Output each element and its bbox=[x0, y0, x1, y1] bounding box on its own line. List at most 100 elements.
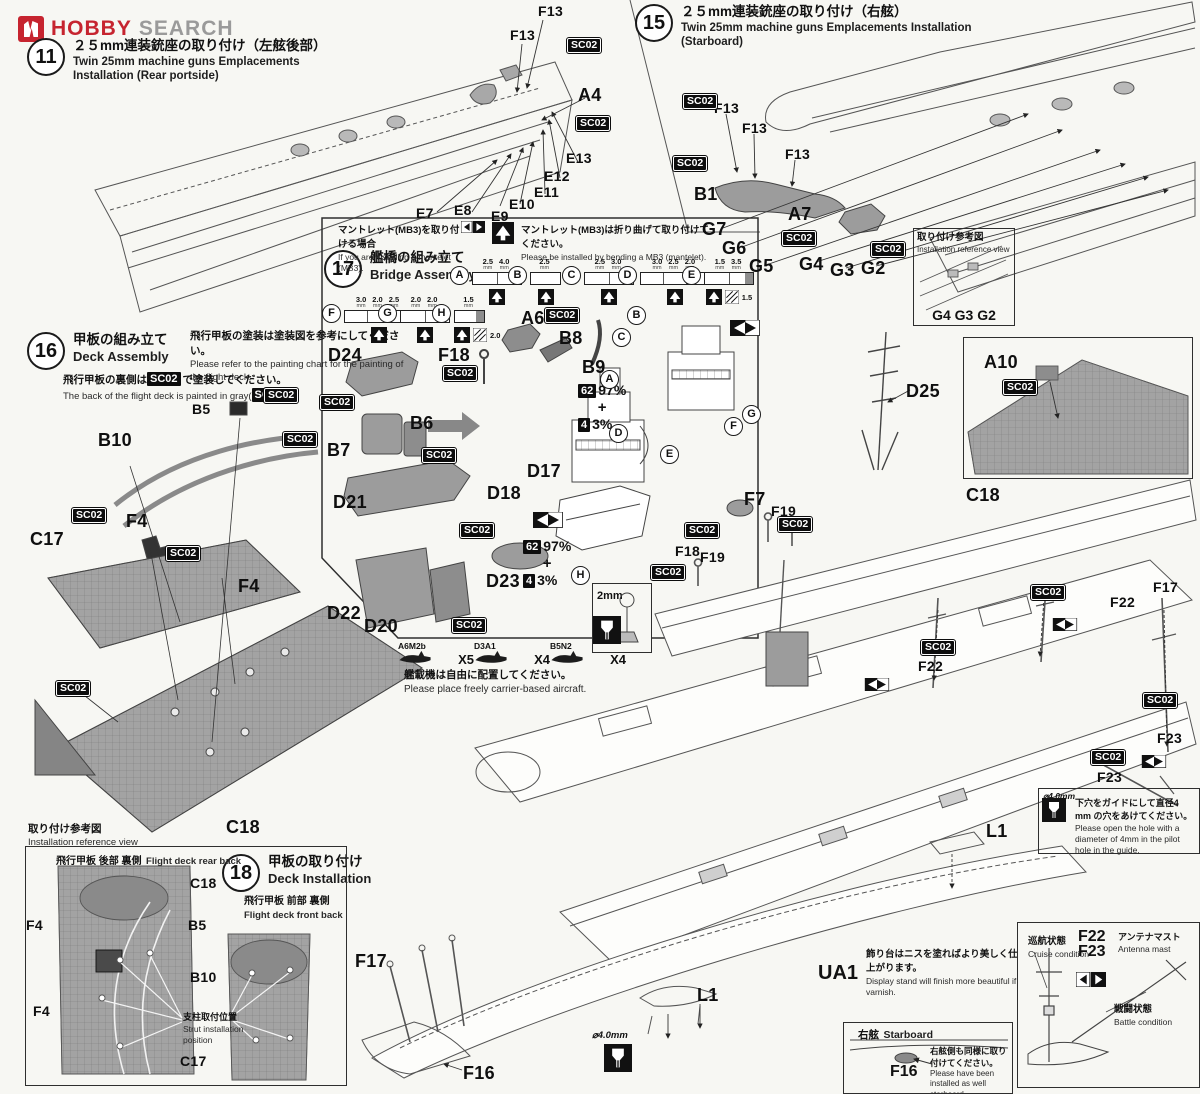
template-letter: H bbox=[432, 304, 451, 323]
diamond-icon bbox=[1141, 754, 1167, 768]
part-label: G4 bbox=[799, 254, 824, 274]
step-16-header: 16 甲板の組み立て Deck Assembly bbox=[27, 332, 198, 370]
part-label: A6 bbox=[521, 308, 545, 328]
bend-icon bbox=[705, 289, 722, 305]
paint-code-badge: SC02 bbox=[70, 507, 108, 524]
paint-code-badge: SC02 bbox=[776, 516, 814, 533]
paint-code-badge: SC02 bbox=[262, 387, 300, 404]
part-label: B1 bbox=[694, 184, 718, 204]
part-label: B6 bbox=[410, 413, 434, 433]
template-letter: D bbox=[618, 266, 637, 285]
bend-icon bbox=[370, 327, 387, 343]
drill-icon bbox=[604, 1044, 632, 1072]
bend-icon bbox=[601, 289, 617, 305]
part-label: F23 bbox=[1097, 769, 1123, 785]
assembly-point-letter: E bbox=[660, 445, 679, 464]
diamond-icon bbox=[1052, 617, 1078, 631]
template-letter: B bbox=[508, 266, 527, 285]
paint-code-badge: SC02 bbox=[1001, 379, 1039, 396]
part-label: D21 bbox=[333, 492, 367, 512]
bend-icon bbox=[492, 222, 514, 244]
aircraft-count: X5 bbox=[458, 652, 474, 667]
part-label: F19 bbox=[700, 549, 726, 565]
aircraft-name: B5N2 bbox=[550, 641, 572, 651]
paint-code-badge: SC02 bbox=[147, 372, 181, 386]
bend-icon bbox=[454, 327, 470, 343]
paint-code-badge: SC02 bbox=[281, 431, 319, 448]
paint-code-badge: SC02 bbox=[420, 447, 458, 464]
ua1-note-jp: 飾り台はニスを塗ればより美しく仕上がります。 bbox=[866, 949, 1018, 974]
ua1-label: UA1 bbox=[818, 962, 859, 984]
part-label: L1 bbox=[697, 985, 719, 1005]
part-label: B9 bbox=[582, 357, 606, 377]
installation-reference-box-bottom: 飛行甲板 後部 裏側 Flight deck rear back 飛行甲板 前部… bbox=[25, 846, 347, 1086]
file-icon bbox=[472, 327, 488, 343]
part-label: F17 bbox=[355, 951, 387, 971]
part-label: F23 bbox=[1157, 730, 1183, 746]
hobby-search-logo-icon bbox=[18, 16, 44, 42]
hole-4mm-jp: 下穴をガイドにして直径4 mm の穴をあけてください。 bbox=[1075, 798, 1193, 822]
plus-sign: + bbox=[542, 555, 552, 572]
hole-4mm-diameter: ⌀4.0mm bbox=[1043, 791, 1076, 801]
mantlet-note-left-jp: マントレット(MB3)を取り付ける場合 bbox=[338, 225, 460, 250]
paint-code-badge: SC02 bbox=[441, 365, 479, 382]
part-label: G7 bbox=[702, 219, 727, 239]
file-icon bbox=[724, 289, 740, 305]
part-label: A4 bbox=[578, 85, 602, 105]
ua1-note-en: Display stand will finish more beautiful… bbox=[866, 975, 1017, 997]
battle-condition-label: 戦闘状態 Battle condition bbox=[1114, 1004, 1173, 1027]
step-15-title-en: Twin 25mm machine guns Emplacements Inst… bbox=[681, 21, 972, 49]
paint-code-badge: SC02 bbox=[543, 307, 581, 324]
step-17-title-en: Bridge Assembly bbox=[370, 266, 476, 282]
paint-code-badge: SC02 bbox=[1141, 692, 1179, 709]
part-label: C18 bbox=[226, 817, 260, 837]
part-label: F17 bbox=[1153, 579, 1179, 595]
part-label: G2 bbox=[861, 258, 886, 278]
mantlet-note-left-en: If you are installing a mantelet (MB3). bbox=[338, 251, 451, 273]
hole-4mm-en: Please open the hole with a diameter of … bbox=[1075, 823, 1180, 856]
paint-code-4: 4 bbox=[523, 574, 536, 588]
part-label: D23 bbox=[486, 571, 520, 591]
part-label: D18 bbox=[487, 483, 521, 503]
template-letter: G bbox=[378, 304, 397, 323]
template-letter: C bbox=[562, 266, 581, 285]
assembly-point-letter: F bbox=[724, 417, 743, 436]
step-18-number: 18 bbox=[222, 854, 260, 892]
file-length: 1.5 bbox=[741, 292, 753, 302]
a10-reference-box bbox=[963, 337, 1193, 479]
paint-code-badge: SC02 bbox=[565, 37, 603, 54]
f16-starboard-box: 右舷 Starboard F16 右舷側も同様に取り付けてください。 Pleas… bbox=[843, 1022, 1013, 1094]
f16-note-en: Please have been installed as well starb… bbox=[930, 1069, 995, 1094]
f16-note-jp: 右舷側も同様に取り付けてください。 bbox=[930, 1046, 1007, 1069]
part-label: E10 bbox=[509, 196, 535, 212]
swap-icon bbox=[1075, 971, 1106, 988]
paint-code-badge: SC02 bbox=[458, 522, 496, 539]
mantlet-note-right-en: Please be installed by bending a MB3 (ma… bbox=[521, 251, 707, 262]
part-label: F13 bbox=[538, 3, 564, 19]
part-label: F13 bbox=[510, 27, 536, 43]
step-17-header: 17 艦橋の組み立て Bridge Assembly bbox=[324, 250, 490, 288]
paint-code-badge: SC02 bbox=[1029, 584, 1067, 601]
template-letter: F bbox=[322, 304, 341, 323]
part-label: E9 bbox=[491, 208, 509, 224]
template-letter: A bbox=[450, 266, 469, 285]
step-18-title-en: Deck Installation bbox=[268, 870, 372, 886]
part-label: F7 bbox=[744, 489, 766, 509]
part-label: C18 bbox=[190, 875, 217, 891]
step-11-header: 11 ２５mm連装銃座の取り付け（左舷後部） Twin 25mm machine… bbox=[27, 38, 341, 84]
paint-code-badge: SC02 bbox=[681, 93, 719, 110]
logo-word-hobby: HOBBY bbox=[51, 17, 132, 40]
antenna-f23: F23 bbox=[1078, 943, 1106, 960]
aircraft-note: 艦載機は自由に配置してください。 Please place freely car… bbox=[404, 668, 634, 696]
strut-position-note: 支柱取付位置 Strut installation position bbox=[183, 1012, 244, 1046]
paint-code-badge: SC02 bbox=[649, 564, 687, 581]
